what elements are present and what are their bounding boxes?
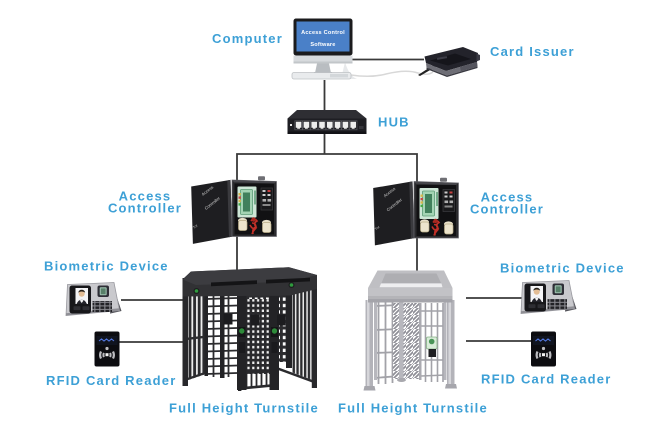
svg-text:Tor: Tor [374, 225, 381, 232]
svg-text:Card Issuer: Card Issuer [490, 44, 575, 59]
svg-text:Tor: Tor [192, 223, 199, 230]
svg-text:Access: Access [119, 189, 172, 204]
svg-text:RFID Card Reader: RFID Card Reader [481, 372, 611, 387]
svg-text:Access Control: Access Control [301, 30, 345, 36]
svg-text:Controller: Controller [108, 201, 182, 216]
svg-text:Biometric Device: Biometric Device [500, 261, 625, 276]
svg-text:RFID Card Reader: RFID Card Reader [46, 373, 176, 388]
svg-text:Full Height Turnstile: Full Height Turnstile [169, 401, 319, 416]
svg-text:Full Height Turnstile: Full Height Turnstile [338, 401, 488, 416]
svg-text:Computer: Computer [212, 31, 283, 46]
svg-text:Controller: Controller [470, 202, 544, 217]
svg-text:Software: Software [310, 42, 335, 48]
svg-text:Access: Access [481, 190, 534, 205]
svg-text:Biometric Device: Biometric Device [44, 259, 169, 274]
svg-text:HUB: HUB [378, 115, 410, 130]
